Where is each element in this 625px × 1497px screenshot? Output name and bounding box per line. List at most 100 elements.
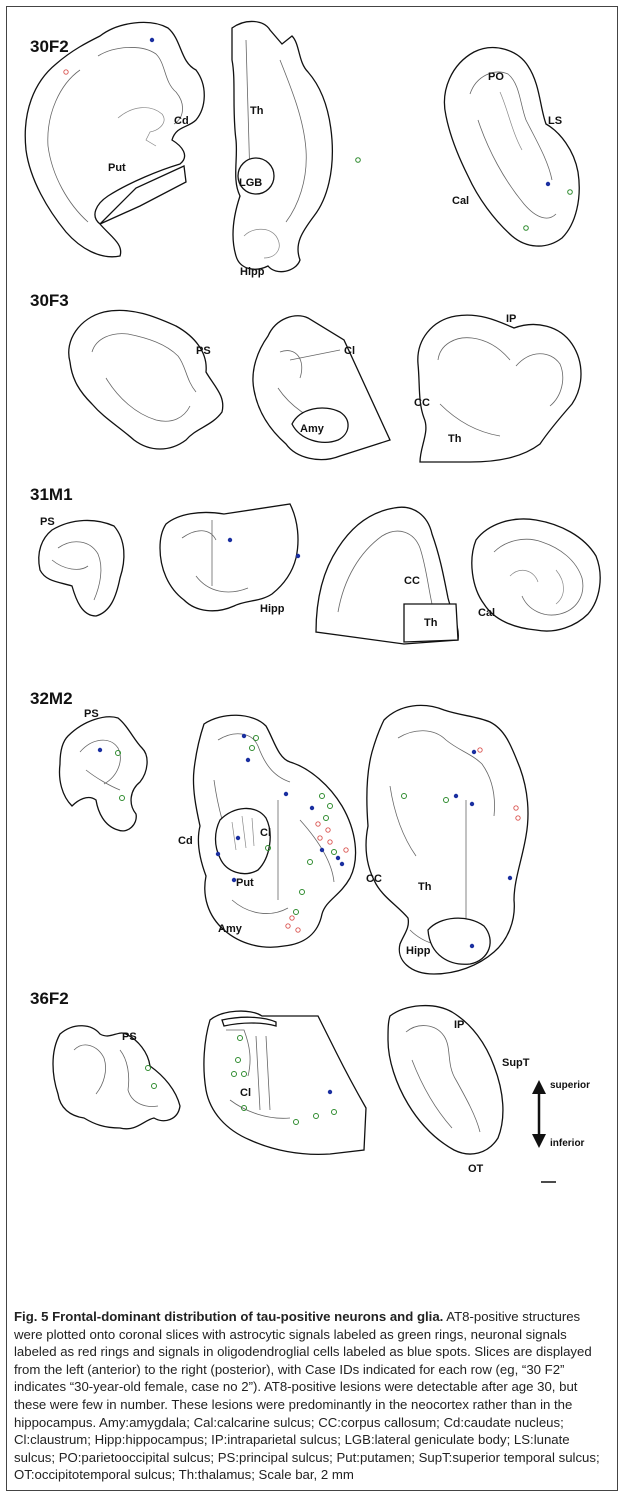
oligodendroglial-spot	[320, 848, 324, 852]
oligodendroglial-spot	[546, 182, 550, 186]
region-label-ps: PS	[84, 708, 99, 720]
oligodendroglial-spot	[328, 1090, 332, 1094]
region-label-th: Th	[250, 105, 264, 117]
region-label-cal: Cal	[478, 607, 495, 619]
arrow-head-up	[532, 1080, 546, 1094]
inferior-label: inferior	[550, 1138, 585, 1149]
slice-outline	[204, 1011, 366, 1154]
slice-outline	[160, 504, 298, 611]
slice-outline	[388, 1006, 503, 1154]
region-label-po: PO	[488, 71, 504, 83]
slice-30F2-3	[444, 48, 579, 246]
oligodendroglial-spot	[508, 876, 512, 880]
region-label-cl: Cl	[260, 827, 271, 839]
case-label-36F2: 36F2	[30, 989, 69, 1008]
figure-number: Fig. 5	[14, 1309, 48, 1324]
oligodendroglial-spot	[242, 734, 246, 738]
put-outline	[216, 808, 271, 873]
slice-outline	[39, 520, 124, 616]
oligodendroglial-spot	[236, 836, 240, 840]
oligodendroglial-spot	[232, 878, 236, 882]
slice-panels: 30F2 Cd Put Th LGB Hipp	[0, 0, 625, 1300]
slice-outline	[232, 21, 332, 271]
slice-30F3-3	[418, 315, 581, 462]
region-label-cal: Cal	[452, 195, 469, 207]
row-31M1: 31M1 PS Hipp CC Th C	[30, 485, 600, 644]
row-30F3: 30F3 PS Cl Amy IP CC Th	[30, 291, 581, 462]
case-label-31M1: 31M1	[30, 485, 73, 504]
region-label-ls: LS	[548, 115, 562, 127]
oligodendroglial-spot	[470, 944, 474, 948]
slice-outline	[53, 1026, 180, 1129]
region-label-ps: PS	[122, 1031, 137, 1043]
slice-30F2-1	[25, 22, 204, 256]
slice-32M2-2	[193, 715, 355, 947]
oligodendroglial-spot	[228, 538, 232, 542]
slice-36F2-1	[53, 1026, 180, 1129]
slice-outline	[418, 315, 581, 462]
oligodendroglial-spot	[98, 748, 102, 752]
region-label-put: Put	[108, 162, 126, 174]
oligodendroglial-spot	[296, 554, 300, 558]
row-32M2: 32M2 PS Cd Cl Put Amy CC	[30, 689, 528, 974]
figure-caption: Fig. 5 Frontal-dominant distribution of …	[14, 1308, 612, 1484]
slice-31M1-2	[160, 504, 298, 611]
case-label-30F3: 30F3	[30, 291, 69, 310]
slice-31M1-1	[39, 520, 124, 616]
slice-outline	[444, 48, 579, 246]
region-label-cl: Cl	[240, 1087, 251, 1099]
region-label-cc: CC	[366, 873, 382, 885]
region-label-cd: Cd	[178, 835, 193, 847]
region-label-cl: Cl	[344, 345, 355, 357]
arrow-head-down	[532, 1134, 546, 1148]
region-label-th: Th	[418, 881, 432, 893]
region-label-th: Th	[424, 617, 438, 629]
region-label-hipp: Hipp	[406, 945, 431, 957]
astrocytic-ring	[356, 158, 361, 163]
oligodendroglial-spot	[216, 852, 220, 856]
oligodendroglial-spot	[310, 806, 314, 810]
region-label-ip: IP	[506, 313, 516, 325]
oligodendroglial-spot	[336, 856, 340, 860]
orientation-arrow: superior inferior	[532, 1080, 590, 1149]
region-label-th: Th	[448, 433, 462, 445]
oligodendroglial-spot	[454, 794, 458, 798]
slice-36F2-2	[204, 1011, 366, 1154]
figure-title: Frontal-dominant distribution of tau-pos…	[52, 1309, 443, 1324]
oligodendroglial-spot	[340, 862, 344, 866]
region-label-supt: SupT	[502, 1057, 530, 1069]
region-label-ot: OT	[468, 1163, 484, 1175]
slice-outline	[25, 22, 204, 256]
slice-30F3-1	[69, 310, 223, 449]
region-label-hipp: Hipp	[240, 266, 265, 278]
region-label-ps: PS	[40, 516, 55, 528]
row-30F2: 30F2 Cd Put Th LGB Hipp	[25, 21, 579, 278]
case-label-32M2: 32M2	[30, 689, 73, 708]
region-label-put: Put	[236, 877, 254, 889]
region-label-lgb: LGB	[239, 177, 262, 189]
oligodendroglial-spot	[150, 38, 154, 42]
oligodendroglial-spot	[246, 758, 250, 762]
slice-outline	[60, 717, 148, 831]
slice-30F2-2	[232, 21, 332, 271]
region-label-cc: CC	[414, 397, 430, 409]
region-label-cc: CC	[404, 575, 420, 587]
case-label-30F2: 30F2	[30, 37, 69, 56]
region-label-ps: PS	[196, 345, 211, 357]
row-36F2: 36F2 PS Cl IP SupT OT	[30, 989, 590, 1182]
superior-label: superior	[550, 1080, 590, 1091]
region-label-amy: Amy	[218, 923, 243, 935]
region-label-amy: Amy	[300, 423, 325, 435]
region-label-ip: IP	[454, 1019, 464, 1031]
oligodendroglial-spot	[470, 802, 474, 806]
region-label-hipp: Hipp	[260, 603, 285, 615]
slice-32M2-1	[60, 717, 148, 831]
slice-36F2-3	[388, 1006, 503, 1154]
caption-body: AT8-positive structures were plotted ont…	[14, 1309, 600, 1482]
slice-32M2-3	[366, 705, 528, 974]
oligodendroglial-spot	[284, 792, 288, 796]
region-label-cd: Cd	[174, 115, 189, 127]
slice-30F3-2	[253, 316, 390, 460]
oligodendroglial-spot	[472, 750, 476, 754]
